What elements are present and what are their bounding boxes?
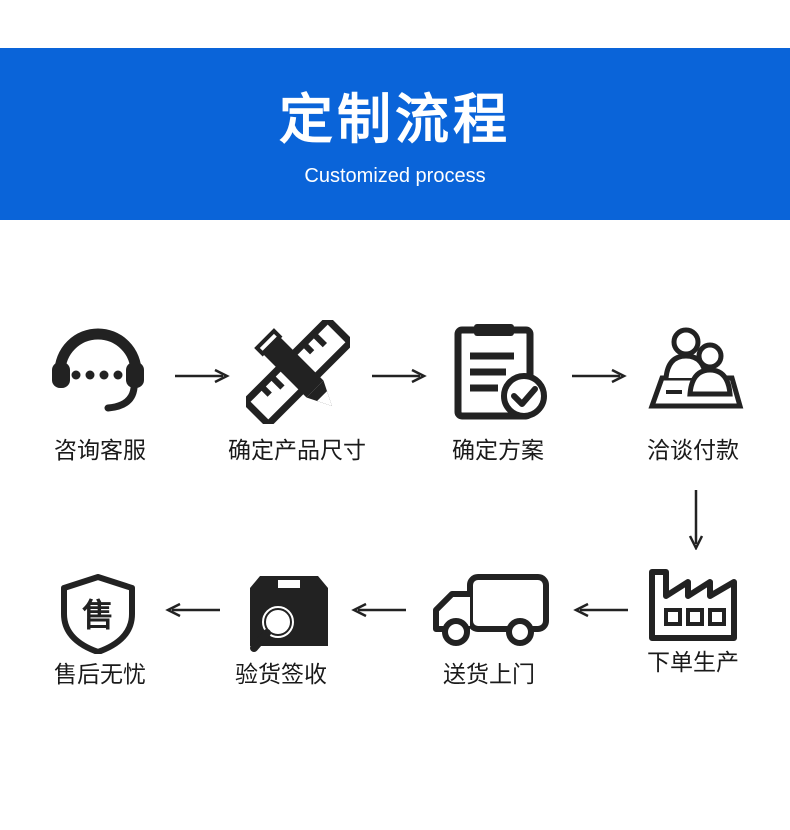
shield-glyph: 售: [82, 596, 114, 634]
arrow-left-icon: [165, 602, 220, 618]
arrow-right-icon: [175, 368, 230, 384]
arrow-down-icon: [688, 490, 704, 550]
page-subtitle: Customized process: [304, 165, 486, 187]
arrow-right-icon: [372, 368, 427, 384]
inspect-box-icon: [246, 572, 332, 652]
step-label-aftersale: 售后无忧: [54, 662, 146, 688]
shield-after-sale-icon: 售: [58, 574, 138, 654]
step-label-size: 确定产品尺寸: [228, 438, 366, 464]
step-label-production: 下单生产: [647, 650, 739, 676]
clipboard-check-icon: [452, 322, 552, 422]
header-banner: [0, 48, 790, 220]
pencil-ruler-icon: [246, 320, 350, 424]
step-label-delivery: 送货上门: [443, 662, 535, 688]
delivery-truck-icon: [432, 574, 550, 646]
step-label-payment: 洽谈付款: [647, 438, 739, 464]
meeting-people-icon: [648, 322, 744, 414]
step-label-plan: 确定方案: [452, 438, 544, 464]
step-label-inspect: 验货签收: [235, 662, 327, 688]
step-label-consult: 咨询客服: [54, 438, 146, 464]
factory-icon: [648, 568, 738, 642]
arrow-left-icon: [573, 602, 628, 618]
page-title: 定制流程: [279, 88, 511, 151]
arrow-left-icon: [351, 602, 406, 618]
arrow-right-icon: [572, 368, 627, 384]
headset-icon: [46, 322, 150, 418]
